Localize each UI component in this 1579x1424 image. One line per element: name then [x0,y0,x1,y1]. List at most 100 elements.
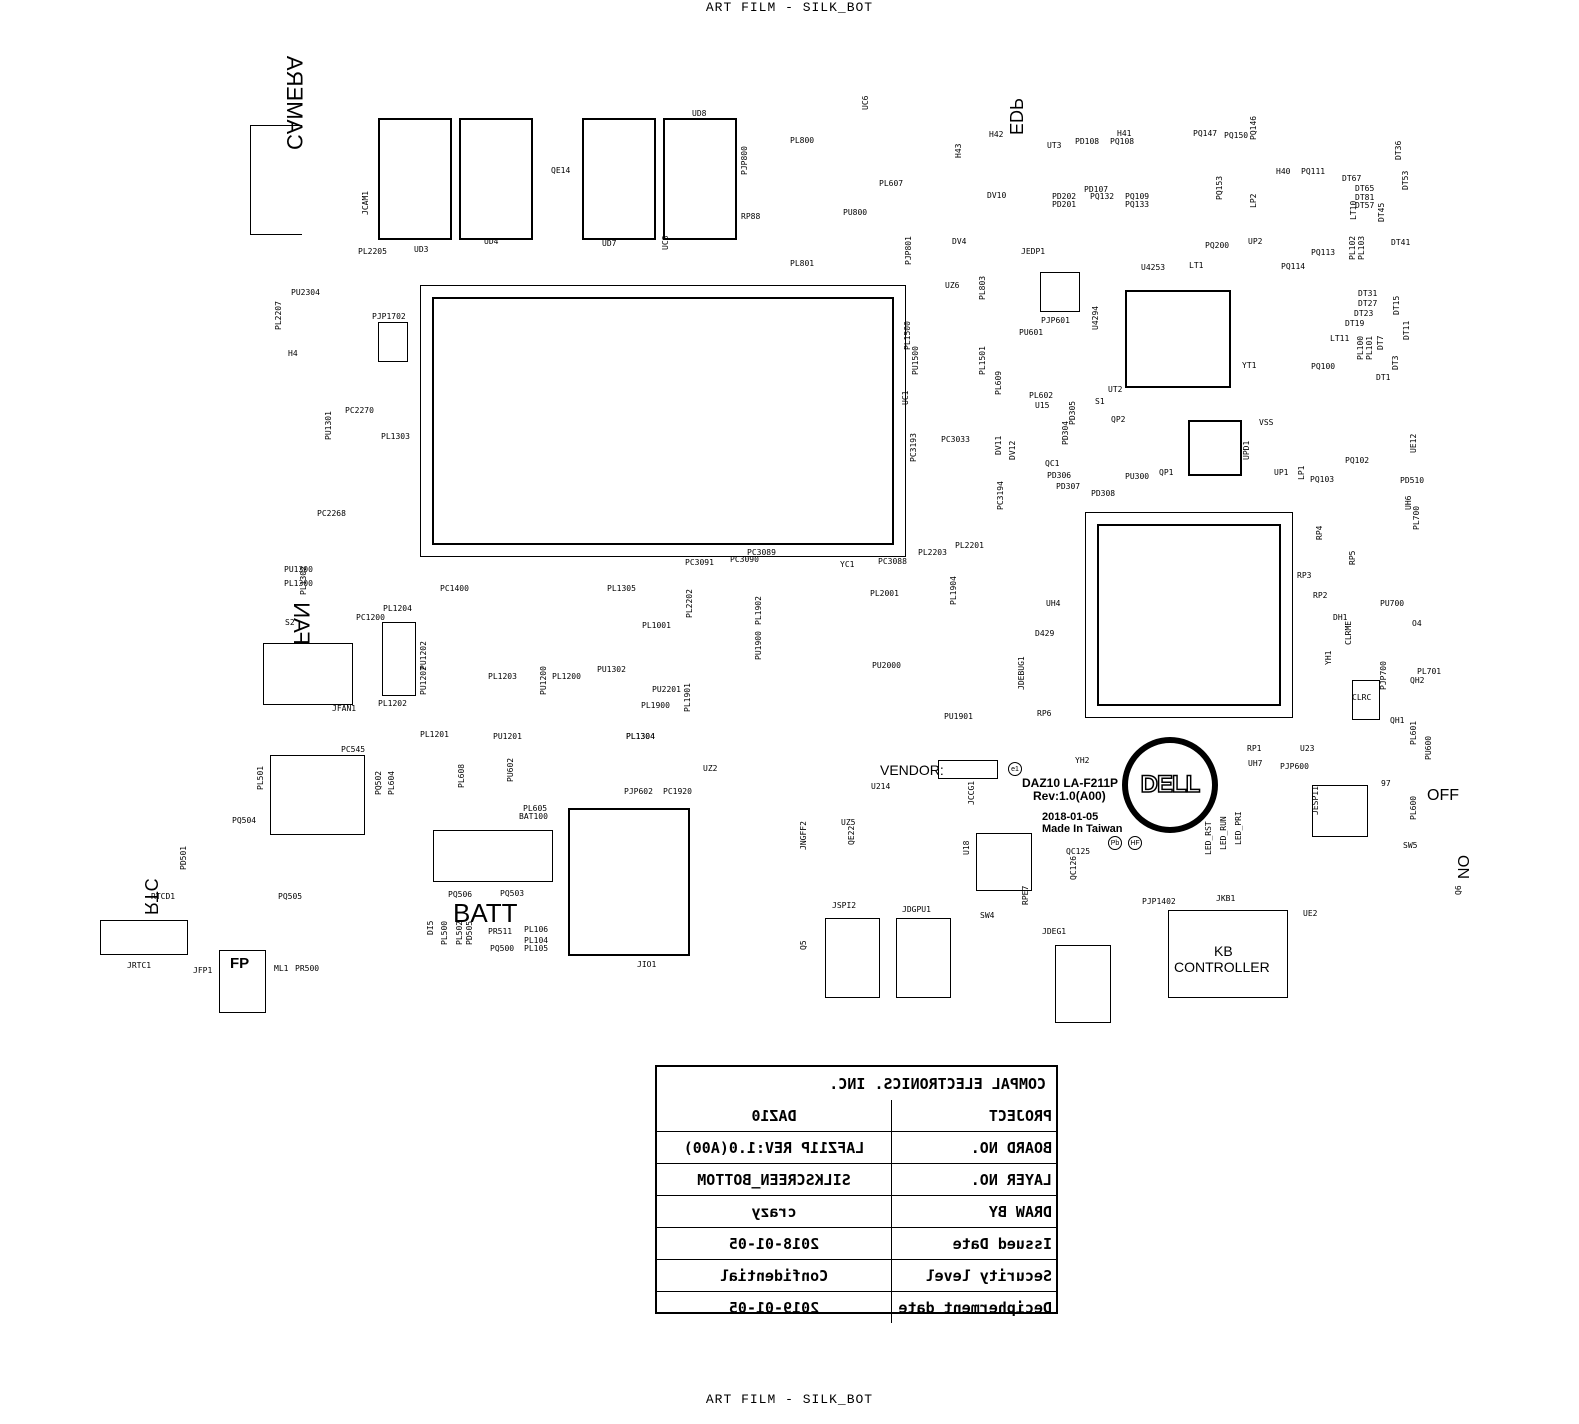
title-block-row: LAYER NO.SILKSCREEN_BOTTOM [657,1163,1056,1195]
chip-u18 [976,833,1032,891]
designator-qe22-188: QE22 [847,825,856,845]
designator-jcam1-231: JCAM1 [361,190,370,215]
designator-u214-184: U214 [871,782,891,791]
designator-pc2268-111: PC2268 [317,509,346,518]
designator-uc6-8: UC6 [861,95,870,110]
connector-jdeg1 [1055,945,1111,1023]
designator-pl1200-146: PL1200 [552,672,581,681]
fp-label: FP [230,955,250,972]
designator-pjp602-181: PJP602 [624,787,653,796]
designator-pq114-40: PQ114 [1281,262,1306,271]
designator-dt11-64: DT11 [1402,320,1411,340]
designator-pd505-210: PD505 [465,920,474,945]
designator-h40-33: H40 [1276,167,1291,176]
designator-jspi2-221: JSPI2 [832,901,857,910]
designator-rp5-118: RP5 [1348,550,1357,565]
designator-h42-17: H42 [989,130,1004,139]
title-block-key: BOARD NO. [891,1132,1056,1163]
designator-pl2001-132: PL2001 [870,589,899,598]
designator-u4294-71: U4294 [1091,305,1100,330]
designator-bat100-185: BAT100 [519,812,548,821]
designator-pc3194-110: PC3194 [996,481,1005,510]
chip-u4253 [1125,290,1231,388]
designator-pq133-28: PQ133 [1125,200,1150,209]
title-block-value: 2019-01-05 [728,1298,820,1317]
designator-lp1-105: LP1 [1297,465,1306,480]
designator-rp1-168: RP1 [1247,744,1262,753]
designator-pjp601-73: PJP601 [1041,316,1070,325]
title-block-key: Security level [891,1260,1056,1291]
batt-label: BATT [453,898,518,928]
cpu-die-outline [432,297,894,545]
designator-pl1303-90: PL1303 [381,432,410,441]
camera-connector-outline [250,125,302,235]
designator-qp1-102: QP1 [1159,468,1174,477]
designator-pq146-32: PQ146 [1249,115,1258,140]
connector-jio1 [568,808,690,956]
designator-pq108-21: PQ108 [1110,137,1135,146]
designator-pl2202-130: PL2202 [685,589,694,618]
designator-u23-169: U23 [1300,744,1315,753]
designator-up1-104: UP1 [1274,468,1289,477]
chip-ud4 [459,118,533,240]
designator-uz5-187: UZ5 [841,818,856,827]
designator-pc1200-136: PC1200 [356,613,385,622]
designator-d429-138: D429 [1035,629,1055,638]
designator-u4253-43: U4253 [1141,263,1166,272]
designator-rp88-11: RP88 [741,212,761,221]
designator-pq109-27: PQ109 [1125,192,1150,201]
designator-dv11-93: DV11 [994,435,1003,455]
designator-pc3088-126: PC3088 [878,557,907,566]
designator-lt1-42: LT1 [1189,261,1204,270]
title-block-value: 2018-01-05 [728,1234,820,1253]
vendor-label: VENDOR: [880,762,944,778]
designator-pl607-9: PL607 [879,179,904,188]
designator-dt67-44: DT67 [1342,174,1362,183]
designator-rtcd1-203: RTCD1 [151,892,176,901]
designator-uz6-16: UZ6 [945,281,960,290]
chip-uh4 [1085,512,1293,718]
designator-uh4-137: UH4 [1046,599,1061,608]
designator-pl2205-0: PL2205 [358,247,387,256]
designator-qc1-97: QC1 [1045,459,1060,468]
designator-jfan1-155: JFAN1 [332,704,357,713]
designator-vss-87: VSS [1259,418,1274,427]
designator-ud7-3: UD7 [602,239,617,248]
designator-pl103-54: PL103 [1357,235,1366,260]
designator-dt45-51: DT45 [1377,202,1386,222]
title-block-value: SILKSCREEN_BOTTOM [697,1170,851,1189]
designator-pl803-72: PL803 [978,275,987,300]
chip-qp1 [1188,420,1242,476]
controller-label: CONTROLLER [1174,959,1270,975]
designator-dt65-45: DT65 [1355,184,1375,193]
designator-pjp1702-78: PJP1702 [372,312,406,321]
designator-pl609-83: PL609 [994,370,1003,395]
designator-dt41-52: DT41 [1391,238,1411,247]
designator-qh2-159: QH2 [1410,676,1425,685]
designator-qc125-192: QC125 [1066,847,1091,856]
designator-dt27-56: DT27 [1358,299,1378,308]
designator-dt19-58: DT19 [1345,319,1365,328]
title-block-value: LAFZ11P REV:1.0(A00) [683,1138,865,1157]
designator-pu1901-156: PU1901 [944,712,973,721]
designator-lt10-50: LT10 [1349,200,1358,220]
designator-uc1-81: UC1 [901,390,910,405]
designator-qp2-86: QP2 [1111,415,1126,424]
designator-rp2-139: RP2 [1313,591,1328,600]
designator-rp4-116: RP4 [1315,525,1324,540]
off-label: OFF [1427,787,1459,804]
designator-s2-135: S2 [285,618,295,627]
designator-pc2270-88: PC2270 [345,406,374,415]
designator-pd305-95: PD305 [1068,400,1077,425]
designator-pu800-12: PU800 [843,208,868,217]
designator-jkb1-227: JKB1 [1216,894,1236,903]
connector-jfp1 [219,950,266,1013]
designator-h43-18: H43 [954,143,963,158]
designator-jedp1-41: JEDP1 [1021,247,1046,256]
designator-pl700-115: PL700 [1412,505,1421,530]
designator-pl102-53: PL102 [1348,235,1357,260]
designator-dt57-47: DT57 [1355,201,1375,210]
